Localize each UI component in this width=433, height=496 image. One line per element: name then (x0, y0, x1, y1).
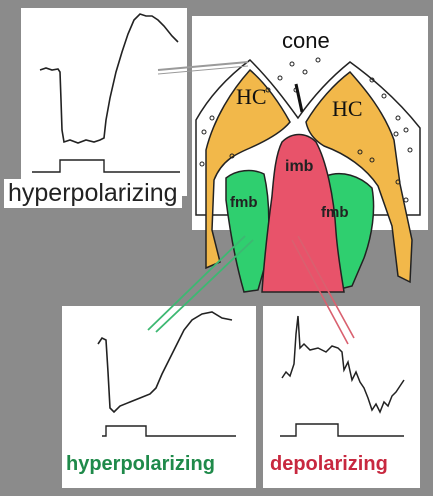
synaptic-vesicles (199, 57, 413, 203)
imb-voltage-trace (281, 315, 405, 414)
imb-trace-panel (263, 306, 420, 488)
top-left-trace-label: hyperpolarizing (4, 179, 182, 208)
fmb-trace-connector-2 (155, 239, 254, 333)
fmb-trace-panel (62, 306, 256, 488)
hc-left-label: HC (236, 84, 267, 109)
imb-trace-connector-2 (297, 235, 355, 339)
imb-stimulus-trace (280, 423, 404, 437)
fmb-stimulus-trace (102, 425, 236, 437)
fmb-right-label: fmb (321, 204, 349, 221)
hc-right-label: HC (332, 96, 363, 121)
synaptic-ribbon (294, 83, 304, 113)
horizontal-cell-right (305, 70, 413, 284)
fmb-left-label: fmb (230, 194, 258, 211)
cone-voltage-trace (39, 13, 179, 144)
cone-stimulus-trace (32, 159, 180, 173)
bottom-right-trace-label: depolarizing (270, 453, 388, 475)
cone-label: cone (282, 28, 330, 53)
bottom-left-trace-label: hyperpolarizing (66, 453, 215, 475)
imb-label: imb (285, 158, 314, 175)
imb-body (261, 133, 345, 293)
fmb-trace-connector (147, 235, 246, 331)
cone-trace-connector-2 (157, 65, 249, 75)
cone-trace-connector (157, 61, 249, 71)
horizontal-cell-left (205, 68, 291, 270)
imb-trace-connector (291, 239, 349, 345)
fmb-voltage-trace (97, 311, 233, 414)
